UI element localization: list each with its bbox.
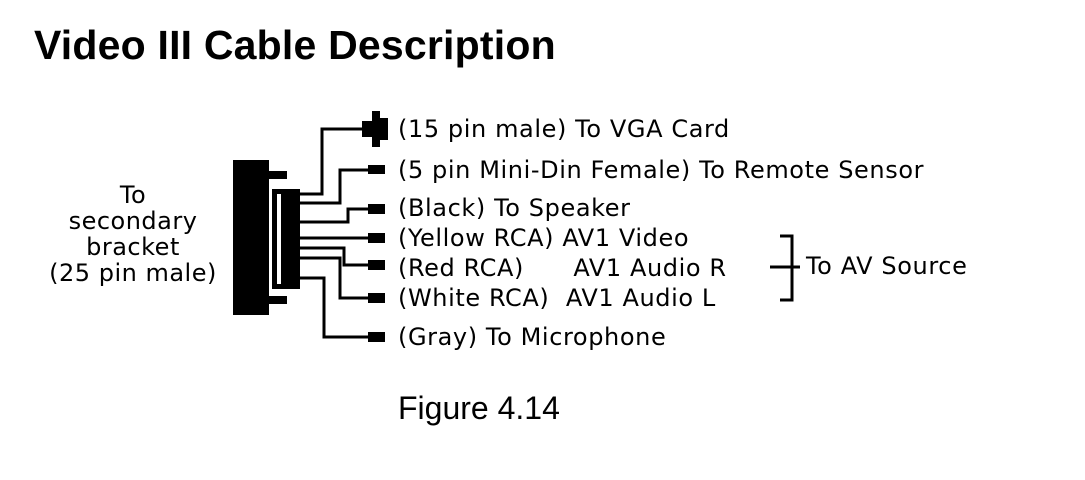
plug-speaker [368,204,385,214]
av-source-bracket [770,234,800,302]
plug-vga [362,121,372,137]
db25-shell-gap [277,194,281,284]
left-label-line: secondary [68,207,198,235]
label-vga: (15 pin male) To VGA Card [398,115,730,143]
wire-speaker [300,207,368,224]
wire-vga [300,127,362,196]
wire-remote-sensor [300,168,368,205]
label-red-rca: (Red RCA) AV1 Audio R [398,254,727,282]
label-gray: (Gray) To Microphone [398,323,667,351]
wire-gray [300,276,368,339]
figure-caption: Figure 4.14 [398,390,560,426]
db25-flange-bottom [269,296,287,304]
plug-vga-flange [372,111,380,147]
plug-white [368,293,385,303]
wire-red [300,246,368,267]
label-av-source: To AV Source [806,252,968,280]
db25-connector-label: To secondary bracket (25 pin male) [30,182,236,286]
plug-vga-tip [380,118,388,140]
left-label-line: (25 pin male) [49,259,217,287]
left-label-line: bracket [86,233,180,261]
plug-remote-sensor [368,165,385,174]
db25-backshell [272,189,300,289]
plug-gray [368,332,385,342]
wire-white [300,256,368,300]
label-white-rca: (White RCA) AV1 Audio L [398,284,716,312]
db25-flange-top [269,171,287,179]
plug-red [368,260,385,270]
diagram-title: Video III Cable Description [34,22,556,68]
label-speaker: (Black) To Speaker [398,194,631,222]
wire-bundle [300,127,368,339]
left-label-line: To [119,181,147,209]
label-yellow-rca: (Yellow RCA) AV1 Video [398,224,690,252]
db25-connector-body [233,160,269,315]
label-remote-sensor: (5 pin Mini-Din Female) To Remote Sensor [398,156,925,184]
plug-yellow [368,233,385,243]
